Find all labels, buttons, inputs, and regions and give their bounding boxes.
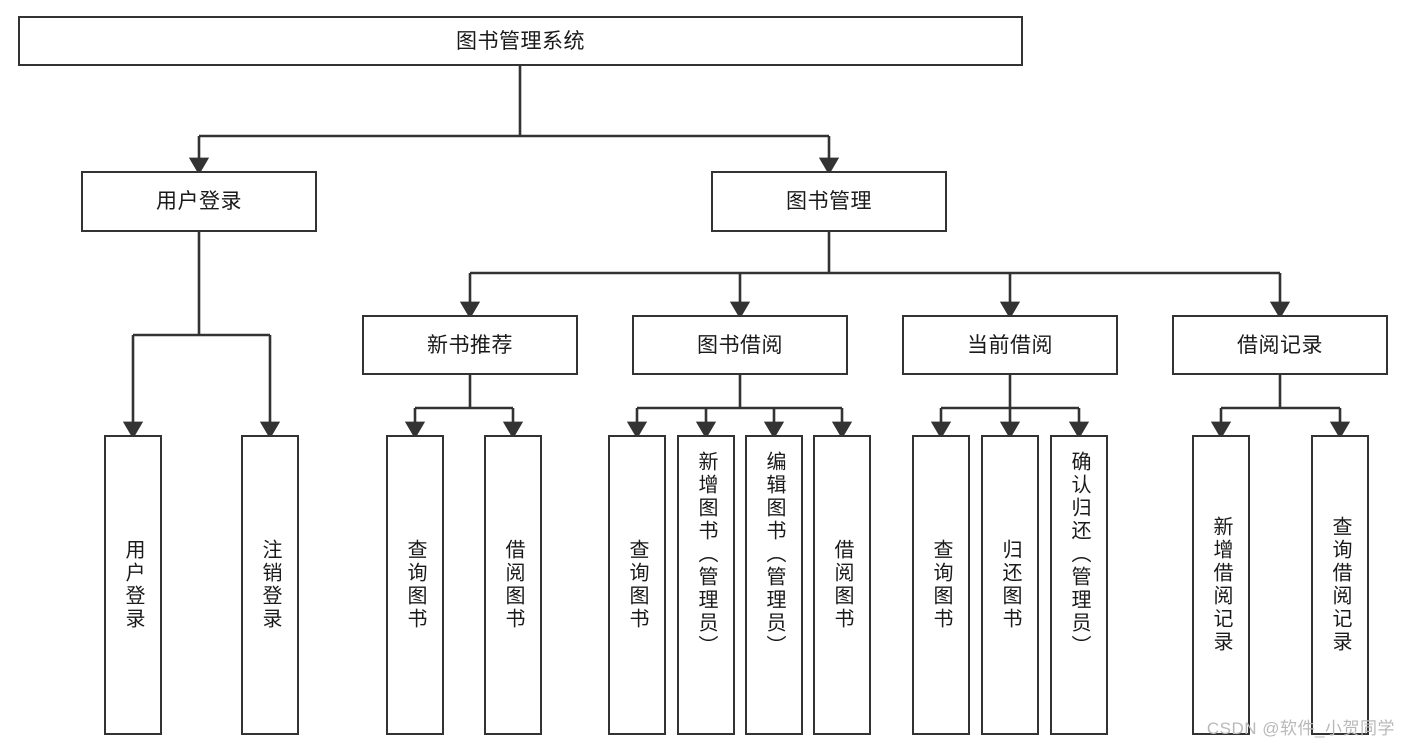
- node-label: 新增图书（管理员）: [695, 451, 717, 658]
- leaf-new-book-query[interactable]: 查询图书: [386, 435, 444, 735]
- node-label: 新增借阅记录: [1210, 516, 1232, 654]
- node-root-book-management-system[interactable]: 图书管理系统: [18, 16, 1023, 66]
- node-label: 用户登录: [156, 190, 242, 213]
- leaf-current-borrow-query[interactable]: 查询图书: [912, 435, 970, 735]
- node-label: 图书管理系统: [456, 29, 585, 53]
- leaf-new-book-borrow[interactable]: 借阅图书: [484, 435, 542, 735]
- node-borrow-record[interactable]: 借阅记录: [1172, 315, 1388, 375]
- node-label: 借阅图书: [502, 539, 524, 631]
- leaf-book-borrow-query[interactable]: 查询图书: [608, 435, 666, 735]
- node-label: 注销登录: [259, 539, 281, 631]
- node-user-login[interactable]: 用户登录: [81, 171, 317, 232]
- leaf-book-borrow-borrow[interactable]: 借阅图书: [813, 435, 871, 735]
- node-label: 归还图书: [999, 539, 1021, 631]
- node-label: 查询图书: [404, 539, 426, 631]
- leaf-book-borrow-add[interactable]: 新增图书（管理员）: [677, 435, 735, 735]
- node-label: 确认归还（管理员）: [1068, 451, 1090, 658]
- node-label: 借阅记录: [1237, 333, 1323, 357]
- leaf-user-login-logout[interactable]: 注销登录: [241, 435, 299, 735]
- node-label: 查询图书: [930, 539, 952, 631]
- node-label: 图书借阅: [697, 333, 783, 357]
- node-label: 编辑图书（管理员）: [763, 451, 785, 658]
- leaf-borrow-record-add[interactable]: 新增借阅记录: [1192, 435, 1250, 735]
- node-label: 查询借阅记录: [1329, 516, 1351, 654]
- node-current-borrow[interactable]: 当前借阅: [902, 315, 1118, 375]
- node-book-borrow[interactable]: 图书借阅: [632, 315, 848, 375]
- node-label: 当前借阅: [967, 333, 1053, 357]
- leaf-user-login-login[interactable]: 用户登录: [104, 435, 162, 735]
- node-book-management[interactable]: 图书管理: [711, 171, 947, 232]
- leaf-current-borrow-return[interactable]: 归还图书: [981, 435, 1039, 735]
- node-label: 用户登录: [122, 539, 144, 631]
- node-label: 借阅图书: [831, 539, 853, 631]
- leaf-current-borrow-confirm-return[interactable]: 确认归还（管理员）: [1050, 435, 1108, 735]
- leaf-book-borrow-edit[interactable]: 编辑图书（管理员）: [745, 435, 803, 735]
- leaf-borrow-record-query[interactable]: 查询借阅记录: [1311, 435, 1369, 735]
- node-label: 查询图书: [626, 539, 648, 631]
- node-label: 新书推荐: [427, 333, 513, 357]
- node-new-book-recommend[interactable]: 新书推荐: [362, 315, 578, 375]
- node-label: 图书管理: [786, 190, 872, 213]
